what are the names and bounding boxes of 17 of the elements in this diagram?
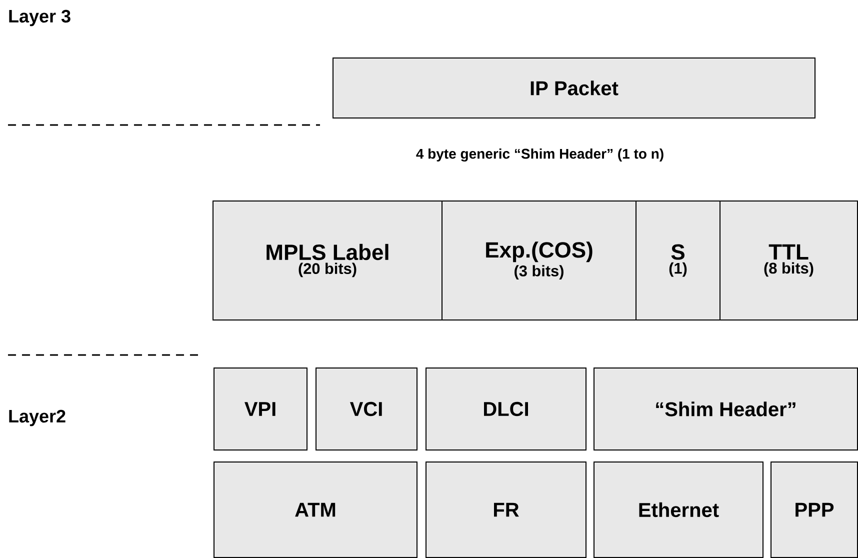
field-box: FR bbox=[426, 462, 586, 558]
field-box: VPI bbox=[214, 368, 308, 450]
text-label: Layer 3 bbox=[9, 10, 70, 26]
field-box: TTL (8 bits) bbox=[720, 200, 858, 320]
text-label: 4 byte generic “Shim Header” (1 to n) bbox=[416, 148, 664, 162]
field-box: MPLS Label (20 bits) bbox=[212, 200, 442, 320]
field-box: PPP bbox=[770, 462, 858, 558]
field-box: S (1) bbox=[636, 200, 720, 320]
node-label: TTL bbox=[768, 244, 808, 260]
field-box: IP Packet bbox=[332, 58, 816, 118]
field-box: “Shim Header” bbox=[594, 368, 858, 450]
field-box: DLCI bbox=[426, 368, 586, 450]
field-box: Ethernet bbox=[594, 462, 764, 558]
field-box: ATM bbox=[214, 462, 418, 558]
node-label: (8 bits) bbox=[764, 262, 814, 277]
field-box: VCI bbox=[316, 368, 418, 450]
text-label: Layer2 bbox=[9, 410, 66, 426]
